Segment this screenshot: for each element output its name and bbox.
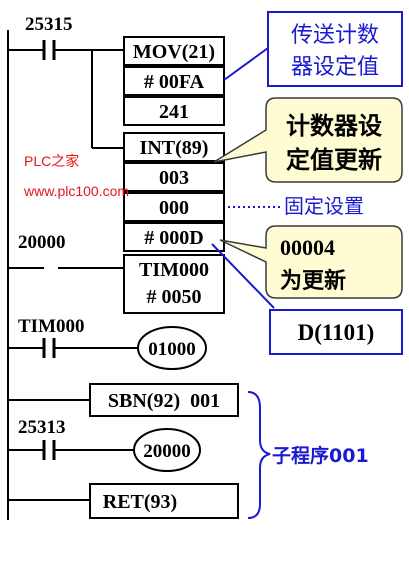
mov-instr-text: MOV(21) (133, 41, 215, 63)
note-transfer-line2: 器设定值 (291, 55, 379, 80)
contact-20000-label: 20000 (18, 232, 66, 253)
mov-dst-text: 241 (159, 101, 189, 123)
callout-counter-update (213, 97, 403, 183)
d-box-text: D(1101) (298, 320, 375, 345)
ret-text: RET(93) (103, 491, 177, 513)
d-pointer (211, 243, 275, 309)
coil-01000-text: 01000 (148, 339, 196, 360)
timer-block: TIM000 # 0050 (123, 254, 225, 314)
int-cell-op2 (123, 222, 225, 252)
callout-00004-line2: 为更新 (280, 268, 346, 293)
d-box (269, 309, 403, 355)
coil-20000 (133, 428, 201, 472)
int-cell-instr (123, 132, 225, 162)
sbn-box (89, 383, 239, 417)
watermark-line1: PLC之家 (24, 153, 79, 169)
callout-counter-line2: 定值更新 (286, 146, 382, 174)
note-box-transfer (267, 11, 403, 87)
coil-20000-text: 20000 (143, 441, 191, 462)
int-instr-text: INT(89) (140, 137, 209, 159)
subroutine-label: 子程序001 (272, 444, 369, 467)
contact-25315 (42, 40, 56, 60)
watermark-line2: www.plc100.com (23, 183, 129, 199)
note-transfer-line1: 传送计数 (291, 23, 379, 48)
mov-instruction-block: MOV(21) # 00FA 241 (123, 36, 225, 126)
note-transfer-pointer (223, 47, 269, 81)
int-op2-text: # 000D (144, 227, 203, 249)
int-cell-op1 (123, 192, 225, 222)
mov-src-text: # 00FA (144, 71, 205, 93)
contact-25315-label: 25315 (25, 14, 73, 35)
contact-tim000-label: TIM000 (18, 316, 85, 337)
coil-01000 (137, 326, 207, 370)
fixed-setting-text: 固定设置 (284, 194, 364, 218)
callout-counter-line1: 计数器设 (286, 113, 382, 140)
subroutine-brace (247, 391, 271, 519)
sbn-text: SBN(92) 001 (108, 390, 220, 412)
contact-25313 (42, 440, 56, 460)
contact-25313-label: 25313 (18, 417, 66, 438)
int-ctrl-text: 003 (159, 167, 189, 189)
int-cell-ctrl (123, 162, 225, 192)
int-instruction-block: INT(89) 003 000 # 000D (123, 132, 225, 252)
callout-00004 (219, 225, 403, 299)
int-op1-text: 000 (159, 197, 189, 219)
mov-cell-dst (123, 96, 225, 126)
mov-cell-instr (123, 36, 225, 66)
ret-box (89, 483, 239, 519)
contact-tim000 (42, 338, 56, 358)
timer-sv-text: # 0050 (147, 286, 202, 308)
callout-00004-line1: 00004 (280, 235, 335, 260)
timer-name-text: TIM000 (139, 259, 209, 281)
mov-cell-src (123, 66, 225, 96)
timer-box (123, 254, 225, 314)
